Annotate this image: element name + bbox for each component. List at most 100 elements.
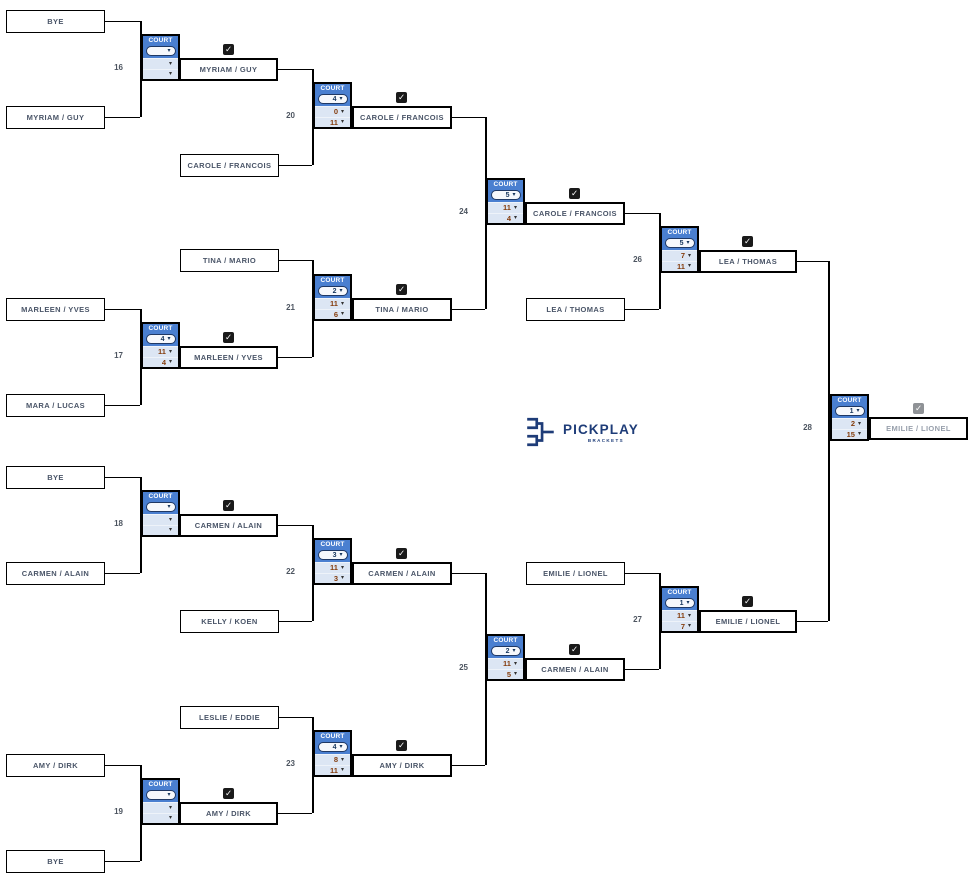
match-complete-checkbox-24[interactable]: ✓ — [569, 188, 580, 199]
winner-box-match-17: MARLEEN / YVES — [179, 346, 278, 369]
court-widget-match-21: COURT 2▾ 11▾ 6▾ — [313, 274, 352, 321]
connector-line — [797, 620, 828, 622]
match-number-26: 26 — [633, 255, 642, 264]
score2-dropdown[interactable]: ▾ — [143, 524, 178, 535]
dropdown-arrow-icon: ▾ — [168, 60, 172, 67]
court-number-dropdown[interactable]: 1▾ — [662, 598, 697, 610]
match-complete-checkbox-19[interactable]: ✓ — [223, 788, 234, 799]
court-number-dropdown[interactable]: 1▾ — [832, 406, 867, 418]
match-number-27: 27 — [633, 615, 642, 624]
score1-dropdown[interactable]: 11▾ — [315, 298, 350, 309]
court-number-dropdown[interactable]: ▾ — [143, 46, 178, 58]
court-number-dropdown[interactable]: 2▾ — [315, 286, 350, 298]
score2-dropdown[interactable]: 3▾ — [315, 572, 350, 583]
score1-dropdown[interactable]: ▾ — [143, 802, 178, 813]
court-number-dropdown[interactable]: 5▾ — [662, 238, 697, 250]
dropdown-arrow-icon: ▾ — [513, 215, 517, 222]
match-complete-checkbox-17[interactable]: ✓ — [223, 332, 234, 343]
match-complete-checkbox-22[interactable]: ✓ — [396, 548, 407, 559]
court-select[interactable]: ▾ — [145, 790, 176, 800]
score1-dropdown[interactable]: 11▾ — [488, 202, 523, 213]
court-widget-match-27: COURT 1▾ 11▾ 7▾ — [660, 586, 699, 633]
court-select[interactable]: 4▾ — [145, 334, 176, 344]
match-complete-checkbox-21[interactable]: ✓ — [396, 284, 407, 295]
score2-dropdown[interactable]: 15▾ — [832, 428, 867, 439]
dropdown-arrow-icon: ▾ — [168, 804, 172, 811]
score1-dropdown[interactable]: 8▾ — [315, 754, 350, 765]
court-select[interactable]: 1▾ — [664, 598, 695, 608]
court-number-dropdown[interactable]: 5▾ — [488, 190, 523, 202]
score2-value: 4 — [161, 357, 166, 367]
score2-dropdown[interactable]: 5▾ — [488, 668, 523, 679]
court-select[interactable]: ▾ — [145, 502, 176, 512]
dropdown-arrow-icon: ▾ — [340, 575, 344, 582]
dropdown-arrow-icon: ▾ — [687, 252, 691, 259]
court-number-dropdown[interactable]: ▾ — [143, 502, 178, 514]
score2-dropdown[interactable]: ▾ — [143, 68, 178, 79]
match-complete-checkbox-18[interactable]: ✓ — [223, 500, 234, 511]
dropdown-arrow-icon: ▾ — [340, 108, 344, 115]
score2-dropdown[interactable]: 6▾ — [315, 308, 350, 319]
score2-dropdown[interactable]: 11▾ — [315, 116, 350, 127]
court-select[interactable]: 2▾ — [317, 286, 348, 296]
winner-team-label: CARMEN / ALAIN — [194, 521, 263, 530]
logo-title: PICKPLAY — [563, 421, 639, 437]
winner-box-match-21: TINA / MARIO — [352, 298, 452, 321]
court-select[interactable]: 3▾ — [317, 550, 348, 560]
score2-dropdown[interactable]: 11▾ — [315, 764, 350, 775]
court-number-dropdown[interactable]: 4▾ — [315, 94, 350, 106]
score2-dropdown[interactable]: 4▾ — [488, 212, 523, 223]
team-label: LESLIE / EDDIE — [198, 713, 261, 722]
winner-box-match-25: CARMEN / ALAIN — [525, 658, 625, 681]
court-select[interactable]: 1▾ — [834, 406, 865, 416]
court-widget-match-25: COURT 2▾ 11▾ 5▾ — [486, 634, 525, 681]
dropdown-arrow-icon: ▾ — [512, 192, 516, 198]
court-select[interactable]: 4▾ — [317, 742, 348, 752]
team-box-bye-1: BYE — [6, 10, 105, 33]
score1-dropdown[interactable]: 0▾ — [315, 106, 350, 117]
score2-value: 15 — [846, 429, 855, 439]
score1-dropdown[interactable]: 11▾ — [662, 610, 697, 621]
match-complete-checkbox-28[interactable]: ✓ — [913, 403, 924, 414]
match-complete-checkbox-20[interactable]: ✓ — [396, 92, 407, 103]
score1-dropdown[interactable]: 7▾ — [662, 250, 697, 261]
score1-dropdown[interactable]: 11▾ — [488, 658, 523, 669]
court-select[interactable]: 5▾ — [490, 190, 521, 200]
match-complete-checkbox-27[interactable]: ✓ — [742, 596, 753, 607]
connector-line — [278, 68, 312, 70]
score2-dropdown[interactable]: 11▾ — [662, 260, 697, 271]
court-number-dropdown[interactable]: 3▾ — [315, 550, 350, 562]
court-number-dropdown[interactable]: ▾ — [143, 790, 178, 802]
team-label: BYE — [47, 473, 64, 482]
court-select[interactable]: 5▾ — [664, 238, 695, 248]
match-complete-checkbox-23[interactable]: ✓ — [396, 740, 407, 751]
team-label: BYE — [47, 17, 64, 26]
score2-dropdown[interactable]: 4▾ — [143, 356, 178, 367]
match-complete-checkbox-25[interactable]: ✓ — [569, 644, 580, 655]
match-complete-checkbox-26[interactable]: ✓ — [742, 236, 753, 247]
team-box-carmen-alain: CARMEN / ALAIN — [6, 562, 105, 585]
score1-dropdown[interactable]: 11▾ — [143, 346, 178, 357]
court-select[interactable]: ▾ — [145, 46, 176, 56]
score1-dropdown[interactable]: ▾ — [143, 514, 178, 525]
court-select[interactable]: 4▾ — [317, 94, 348, 104]
winner-box-match-27: EMILIE / LIONEL — [699, 610, 797, 633]
score1-value: 0 — [333, 107, 338, 117]
score2-dropdown[interactable]: ▾ — [143, 812, 178, 823]
court-header-label: COURT — [320, 733, 345, 740]
court-header-label: COURT — [320, 277, 345, 284]
score1-dropdown[interactable]: 11▾ — [315, 562, 350, 573]
court-select[interactable]: 2▾ — [490, 646, 521, 656]
court-number-dropdown[interactable]: 4▾ — [315, 742, 350, 754]
court-number-dropdown[interactable]: 2▾ — [488, 646, 523, 658]
winner-team-label: CAROLE / FRANCOIS — [360, 113, 444, 122]
score1-dropdown[interactable]: ▾ — [143, 58, 178, 69]
match-complete-checkbox-16[interactable]: ✓ — [223, 44, 234, 55]
winner-team-label: LEA / THOMAS — [718, 257, 778, 266]
score2-dropdown[interactable]: 7▾ — [662, 620, 697, 631]
dropdown-arrow-icon: ▾ — [513, 671, 517, 678]
connector-line — [105, 764, 140, 766]
court-number-dropdown[interactable]: 4▾ — [143, 334, 178, 346]
score1-dropdown[interactable]: 2▾ — [832, 418, 867, 429]
